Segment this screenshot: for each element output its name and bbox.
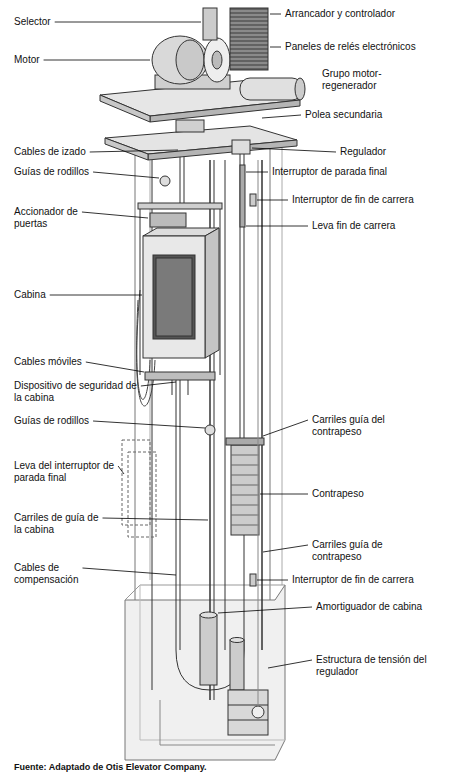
part-label: Selector bbox=[14, 16, 124, 28]
part-label: Paneles de relés electrónicos bbox=[285, 41, 445, 53]
part-label: Cables de izado bbox=[14, 146, 124, 158]
part-label: Estructura de tensión del regulador bbox=[316, 654, 441, 678]
part-label: Guías de rodillos bbox=[14, 415, 124, 427]
part-label: Arrancador y controlador bbox=[285, 8, 445, 20]
part-label: Amortiguador de cabina bbox=[316, 601, 446, 613]
part-label: Carriles guía de contrapeso bbox=[312, 539, 432, 563]
source-caption: Fuente: Adaptado de Otis Elevator Compan… bbox=[14, 762, 207, 773]
part-label: Cables de compensación bbox=[14, 562, 96, 586]
leader-lines bbox=[44, 14, 336, 668]
part-label: Cabina bbox=[14, 289, 94, 301]
part-label: Carriles de guía de la cabina bbox=[14, 512, 104, 536]
part-label: Leva del interruptor de parada final bbox=[14, 460, 118, 484]
part-label: Guías de rodillos bbox=[14, 166, 124, 178]
part-label: Interruptor de fin de carrera bbox=[292, 194, 446, 206]
part-label: Carriles guía del contrapeso bbox=[312, 414, 432, 438]
part-label: Dispositivo de seguridad de la cabina bbox=[14, 380, 146, 404]
part-label: Motor bbox=[14, 54, 94, 66]
part-label: Cables móviles bbox=[14, 356, 124, 368]
part-label: Accionador de puertas bbox=[14, 206, 89, 230]
part-label: Contrapeso bbox=[312, 488, 432, 500]
part-label: Grupo motor-regenerador bbox=[322, 68, 422, 92]
part-label: Regulador bbox=[340, 146, 440, 158]
part-label: Interruptor de fin de carrera bbox=[292, 574, 446, 586]
part-label: Polea secundaria bbox=[305, 109, 445, 121]
part-label: Interruptor de parada final bbox=[272, 166, 446, 178]
part-label: Leva fin de carrera bbox=[312, 220, 446, 232]
